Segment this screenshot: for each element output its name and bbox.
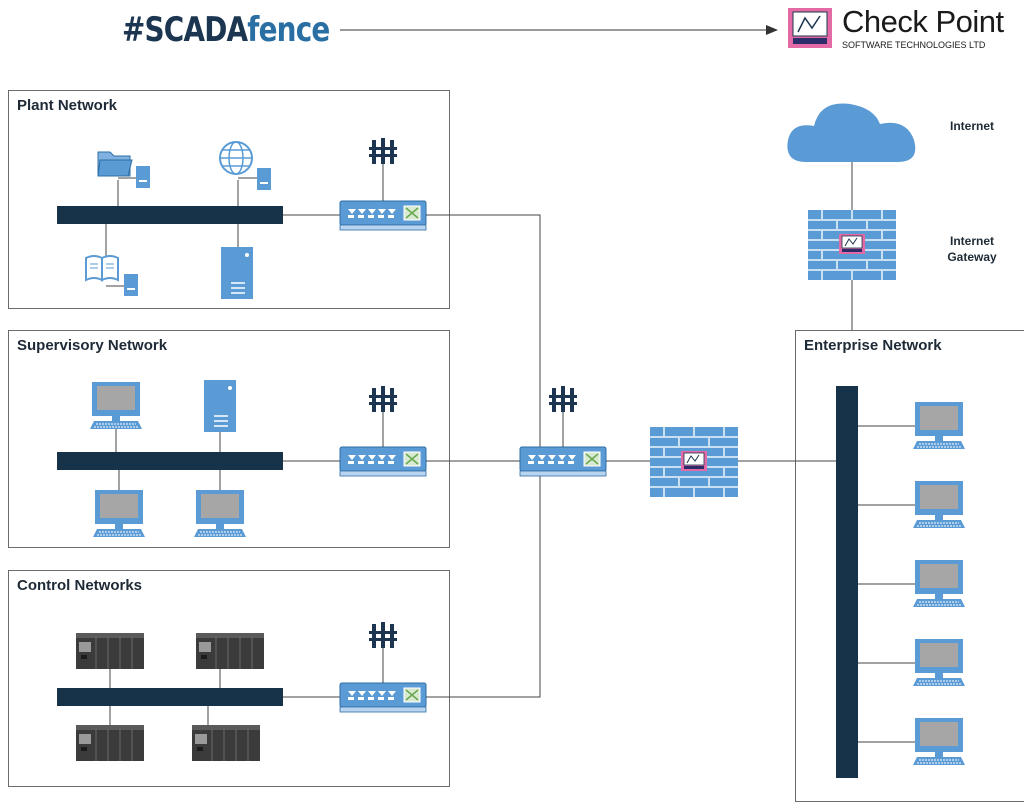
plc-icon-3 bbox=[75, 724, 145, 762]
plant-network-bus bbox=[57, 206, 283, 224]
enterprise-computer-icon-3 bbox=[912, 559, 966, 608]
core-sensor-icon bbox=[549, 386, 577, 412]
internal-firewall-icon bbox=[650, 427, 738, 497]
cloud-icon bbox=[787, 103, 916, 162]
enterprise-computer-icon-2 bbox=[912, 480, 966, 529]
enterprise-network-zone: Enterprise Network bbox=[795, 330, 1024, 802]
globe-icon bbox=[219, 141, 253, 175]
scadafence-logo-accent: fence bbox=[247, 10, 330, 50]
scadafence-logo: #SCADAfence bbox=[122, 8, 375, 52]
plant-globe-host-icon bbox=[257, 168, 271, 190]
plant-server-icon bbox=[220, 246, 254, 300]
internet-gateway-firewall-icon bbox=[808, 210, 896, 280]
control-networks-title: Control Networks bbox=[17, 577, 143, 594]
control-sensor-icon bbox=[369, 622, 397, 648]
supervisory-server-icon bbox=[203, 379, 237, 433]
plant-switch-icon bbox=[339, 200, 427, 231]
scadafence-logo-text: #SCADA bbox=[122, 10, 248, 50]
enterprise-computer-icon-5 bbox=[912, 717, 966, 766]
enterprise-computer-icon-1 bbox=[912, 401, 966, 450]
plant-sensor-icon bbox=[369, 138, 397, 164]
gateway-label-line1: Internet bbox=[949, 234, 994, 248]
gateway-label-line2: Gateway bbox=[947, 250, 997, 264]
book-icon bbox=[85, 255, 119, 282]
supervisory-computer-icon-3 bbox=[193, 489, 247, 538]
enterprise-network-title: Enterprise Network bbox=[804, 337, 942, 354]
control-network-bus bbox=[57, 688, 283, 706]
enterprise-computer-icon-4 bbox=[912, 638, 966, 687]
checkpoint-logo-subtitle: SOFTWARE TECHNOLOGIES LTD bbox=[842, 40, 986, 50]
core-switch-icon bbox=[519, 446, 607, 477]
checkpoint-logo-text: Check Point bbox=[842, 4, 1004, 39]
plc-icon-2 bbox=[195, 632, 265, 670]
plant-book-host-icon bbox=[124, 274, 138, 296]
enterprise-network-bus bbox=[836, 386, 858, 778]
supervisory-switch-icon bbox=[339, 446, 427, 477]
supervisory-sensor-icon bbox=[369, 386, 397, 412]
plant-network-title: Plant Network bbox=[17, 97, 118, 114]
supervisory-network-bus bbox=[57, 452, 283, 470]
plant-folder-host-icon bbox=[136, 166, 150, 188]
plc-icon-1 bbox=[75, 632, 145, 670]
checkpoint-logo-mark bbox=[788, 8, 832, 48]
plc-icon-4 bbox=[191, 724, 261, 762]
supervisory-computer-icon-2 bbox=[92, 489, 146, 538]
supervisory-network-title: Supervisory Network bbox=[17, 337, 168, 354]
supervisory-computer-icon-1 bbox=[89, 381, 143, 430]
logo-connector-arrowhead bbox=[766, 25, 778, 35]
folder-icon bbox=[97, 151, 133, 177]
control-switch-icon bbox=[339, 682, 427, 713]
internet-label: Internet bbox=[949, 119, 994, 133]
